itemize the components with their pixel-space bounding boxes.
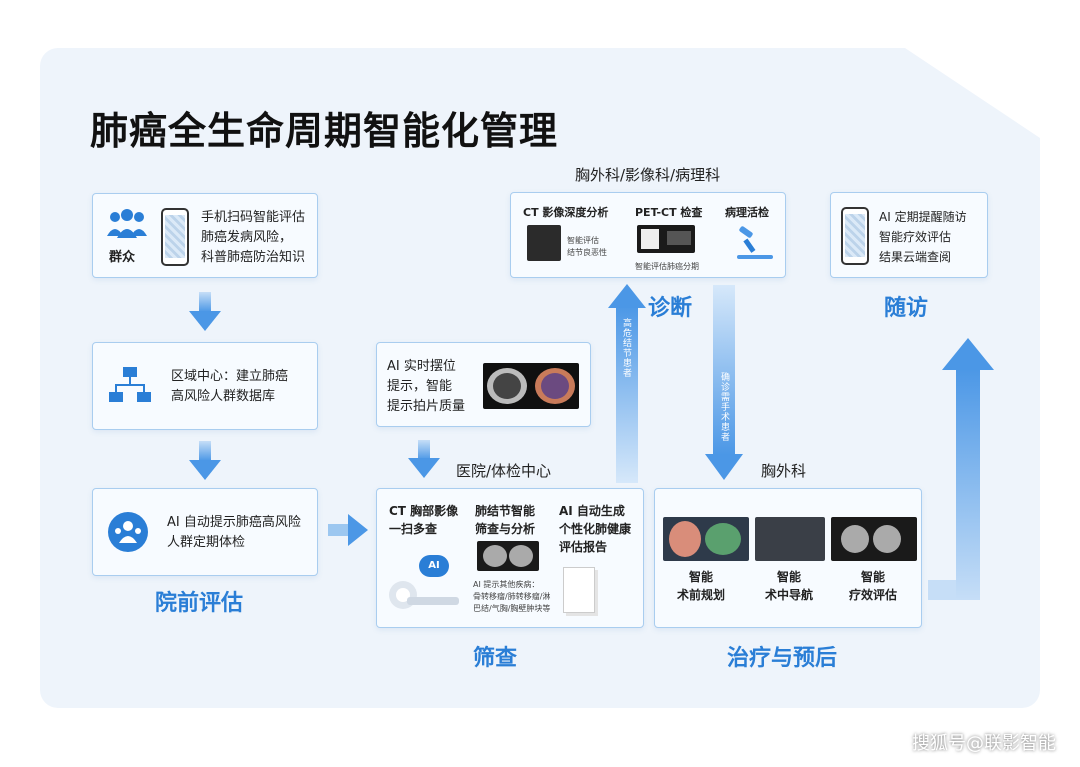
arrow-up-label: 高危结节患者 [621, 318, 631, 378]
arrow-down-icon [408, 458, 440, 478]
hospital-note-3: 巴结/气胸/胸壁肿块等 [473, 604, 551, 613]
arrow-stem [199, 441, 211, 461]
hospital-label: 医院/体检中心 [456, 462, 552, 480]
phone-icon [161, 208, 189, 266]
crowd-line-3: 科普肺癌防治知识 [201, 250, 306, 265]
crowd-line-1: 手机扫码智能评估 [201, 210, 306, 225]
arrow-down-label: 确诊需手术患者 [719, 372, 729, 442]
ai-check-card: AI 自动提示肺癌高风险 人群定期体检 [92, 488, 318, 576]
hospital-col3-title-2: 个性化肺健康 [559, 522, 632, 536]
surgery-item-2-l1: 智能 [777, 570, 802, 584]
arrow-down-big-icon [705, 454, 743, 480]
hospital-note-2: 骨转移瘤/肺转移瘤/淋 [473, 592, 551, 601]
diag-col1-note-2: 结节良恶性 [567, 248, 607, 257]
ai-check-line-2: 人群定期体检 [167, 535, 246, 550]
diag-col2-title: PET-CT 检查 [635, 206, 703, 219]
diag-col2-note: 智能评估肺癌分期 [635, 262, 699, 271]
followup-card: AI 定期提醒随访 智能疗效评估 结果云端查阅 [830, 192, 988, 278]
ct-analysis-image [527, 225, 561, 261]
arrow-down-icon [189, 311, 221, 331]
section-screening: 筛查 [473, 646, 518, 671]
arrow-stem [418, 440, 430, 460]
ct-scanner-icon [389, 581, 459, 609]
hospital-col1-title-2: 一扫多查 [389, 522, 438, 536]
arrow-stem-up [616, 305, 638, 483]
arrow-stem-down [713, 285, 735, 455]
followup-line-3: 结果云端查阅 [879, 250, 952, 264]
region-card: 区域中心：建立肺癌 高风险人群数据库 [92, 342, 318, 430]
pet-ct-image [637, 225, 695, 253]
arrow-up-icon [608, 284, 646, 308]
diagnosis-card: CT 影像深度分析 智能评估 结节良恶性 PET-CT 检查 智能评估肺癌分期 … [510, 192, 786, 278]
diag-col1-note-1: 智能评估 [567, 236, 599, 245]
hospital-col3-title-3: 评估报告 [559, 540, 608, 554]
ai-check-line-1: AI 自动提示肺癌高风险 [167, 515, 301, 530]
ai-cloud-badge: AI [419, 555, 449, 577]
hospital-card: CT 胸部影像 一扫多查 AI 肺结节智能 筛查与分析 AI 提示其他疾病： 骨… [376, 488, 644, 628]
ai-position-line-3: 提示拍片质量 [387, 399, 466, 414]
intraop-navigation-image [755, 517, 825, 561]
surgery-item-1-l1: 智能 [689, 570, 714, 584]
surgery-item-3-l1: 智能 [861, 570, 886, 584]
hospital-note-1: AI 提示其他疾病： [473, 580, 540, 589]
region-line-2: 高风险人群数据库 [171, 389, 276, 404]
ai-position-line-1: AI 实时摆位 [387, 359, 456, 374]
hospital-col1-title-1: CT 胸部影像 [389, 504, 459, 518]
surgery-dept-label: 胸外科 [761, 462, 807, 480]
ai-position-line-2: 提示，智能 [387, 379, 453, 394]
phone-icon [841, 207, 869, 265]
nodule-ct-image [477, 541, 539, 571]
report-document-icon [563, 567, 595, 613]
arrow-right-icon [328, 514, 368, 546]
hospital-col2-title-1: 肺结节智能 [475, 504, 536, 518]
hospital-col3-title-1: AI 自动生成 [559, 504, 625, 518]
section-pre-assessment: 院前评估 [155, 591, 244, 616]
crowd-line-2: 肺癌发病风险， [201, 230, 293, 245]
arrow-elbow-up-icon [928, 338, 994, 600]
surgery-item-2-l2: 术中导航 [765, 588, 814, 602]
group-circle-icon [108, 512, 148, 552]
ai-position-card: AI 实时摆位 提示，智能 提示拍片质量 [376, 342, 591, 427]
surgery-card: 智能 术前规划 智能 术中导航 智能 疗效评估 [654, 488, 922, 628]
surgery-item-3-l2: 疗效评估 [849, 588, 898, 602]
diag-col1-title: CT 影像深度分析 [523, 206, 609, 219]
crowd-card: 群众 手机扫码智能评估 肺癌发病风险， 科普肺癌防治知识 [92, 193, 318, 278]
page-title: 肺癌全生命周期智能化管理 [90, 109, 559, 153]
section-diagnosis: 诊断 [648, 296, 693, 321]
hospital-col2-title-2: 筛查与分析 [475, 522, 536, 536]
region-line-1: 区域中心：建立肺癌 [171, 369, 289, 384]
surgery-item-1-l2: 术前规划 [677, 588, 726, 602]
followup-line-1: AI 定期提醒随访 [879, 210, 967, 224]
section-treatment: 治疗与预后 [727, 646, 838, 671]
watermark: 搜狐号@联影智能 [912, 733, 1056, 754]
efficacy-eval-image [831, 517, 917, 561]
people-icon [107, 209, 147, 238]
diag-col3-title: 病理活检 [725, 206, 769, 219]
diagnosis-dept-label: 胸外科/影像科/病理科 [575, 166, 721, 184]
hierarchy-icon [109, 367, 151, 402]
microscope-icon [737, 226, 773, 259]
preop-planning-image [663, 517, 749, 561]
followup-line-2: 智能疗效评估 [879, 230, 952, 244]
arrow-down-icon [189, 460, 221, 480]
arrow-stem [199, 292, 211, 312]
section-followup: 随访 [884, 296, 929, 321]
lung-ct-image [483, 363, 579, 409]
crowd-label: 群众 [109, 250, 136, 265]
